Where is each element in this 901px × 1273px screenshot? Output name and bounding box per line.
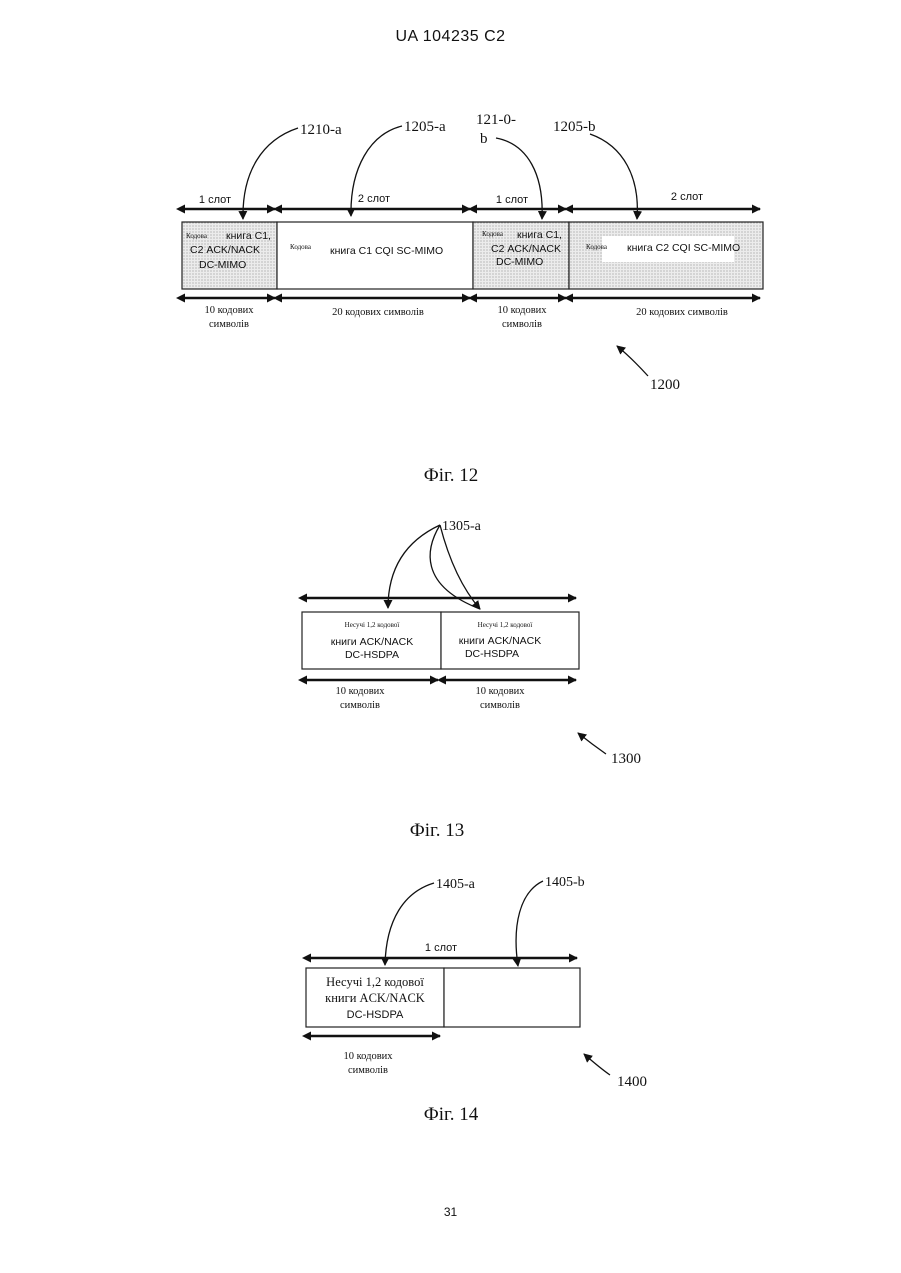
slot-label-1: 1 слот — [199, 194, 231, 206]
ref-arrow-1400 — [584, 1054, 610, 1075]
symbol-label-2: 20 кодових символів — [332, 307, 424, 318]
callout-arrow-1305a-left — [388, 525, 440, 608]
ref-label-1300: 1300 — [611, 751, 641, 767]
symbol-label-3-line2: символів — [502, 319, 542, 330]
block-3-line3: DC-MIMO — [496, 256, 543, 268]
fig13-block-2-line2: DC-HSDPA — [465, 648, 519, 660]
symbol-label-1-line2: символів — [209, 319, 249, 330]
caption-fig-14: Фіг. 14 — [424, 1104, 479, 1125]
page-number: 31 — [0, 1205, 901, 1219]
block-1-line1: книга С1, — [226, 230, 271, 242]
callout-arrow-1405b — [516, 881, 543, 966]
block-4-small: Кодова — [586, 243, 608, 251]
fig14-block-line3: DC-HSDPA — [347, 1009, 404, 1021]
fig13-block-1-line1: книги ACK/NACK — [331, 636, 414, 648]
ref-label-1200: 1200 — [650, 377, 680, 393]
fig13-block-1-line2: DC-HSDPA — [345, 649, 399, 661]
block-3-line2: С2 ACK/NACK — [491, 243, 561, 255]
block-2-line1: книга С1 CQI SC-MIMO — [330, 245, 443, 257]
block-3-small: Кодова — [482, 230, 504, 238]
fig14-block-line2: книги ACK/NACK — [325, 991, 425, 1005]
fig14-symbol-label-line2: символів — [348, 1065, 388, 1076]
caption-fig-12: Фіг. 12 — [424, 465, 478, 486]
symbol-label-3-line1: 10 кодових — [497, 305, 547, 316]
callout-1205b: 1205-b — [553, 119, 596, 135]
fig13-symbol-label-2-line1: 10 кодових — [475, 686, 525, 697]
fig13-symbol-label-1-line1: 10 кодових — [335, 686, 385, 697]
callout-1210b-line1: 121-0- — [476, 112, 516, 128]
callout-1405b: 1405-b — [545, 875, 585, 890]
fig14-symbol-label-line1: 10 кодових — [343, 1051, 393, 1062]
fig14-block-empty — [444, 968, 580, 1027]
slot-label-2: 2 слот — [358, 193, 390, 205]
fig13-block-2-small: Несучі 1,2 кодової — [478, 621, 533, 629]
block-1-small: Кодова — [186, 232, 208, 240]
fig13-symbol-label-1-line2: символів — [340, 700, 380, 711]
callout-arrow-1305a-right — [440, 525, 480, 609]
block-1-line3: DC-MIMO — [199, 259, 246, 271]
fig13-symbol-label-2-line2: символів — [480, 700, 520, 711]
ref-arrow-1300 — [578, 733, 606, 754]
fig13-block-1-small: Несучі 1,2 кодової — [345, 621, 400, 629]
block-3-line1: книга С1, — [517, 229, 562, 241]
callout-1210a: 1210-a — [300, 122, 342, 138]
fig13-block-2-line1: книги ACK/NACK — [459, 635, 542, 647]
callout-1405a: 1405-a — [436, 877, 476, 892]
block-4-line1: книга С2 CQI SC-MIMO — [627, 242, 740, 254]
figure-13: 1305-а Несучі 1,2 кодової книги ACK/NACK… — [302, 519, 641, 841]
callout-arrow-1210a — [243, 128, 298, 219]
callout-arrow-1210b — [496, 138, 542, 219]
figure-14: 1405-a 1405-b 1 слот Несучі 1,2 кодової … — [306, 875, 647, 1125]
fig14-block-line1: Несучі 1,2 кодової — [326, 975, 424, 989]
callout-arrow-1205b — [590, 134, 637, 219]
callout-curve-1305a-right — [430, 525, 480, 609]
callout-1305a: 1305-а — [442, 519, 482, 534]
ref-arrow-1200 — [617, 346, 648, 376]
slot-label-4: 2 слот — [671, 191, 703, 203]
block-1-line2: С2 ACK/NACK — [190, 244, 260, 256]
symbol-label-4: 20 кодових символів — [636, 307, 728, 318]
slot-label-3: 1 слот — [496, 194, 528, 206]
callout-1205a: 1205-a — [404, 119, 446, 135]
ref-label-1400: 1400 — [617, 1074, 647, 1090]
block-2-small: Кодова — [290, 243, 312, 251]
symbol-label-1-line1: 10 кодових — [204, 305, 254, 316]
figure-12: 1210-a 1205-a 121-0- b 1205-b 1 слот 2 с… — [182, 112, 763, 486]
fig14-slot-label: 1 слот — [425, 942, 457, 954]
caption-fig-13: Фіг. 13 — [410, 820, 464, 841]
callout-1210b-line2: b — [480, 131, 488, 147]
